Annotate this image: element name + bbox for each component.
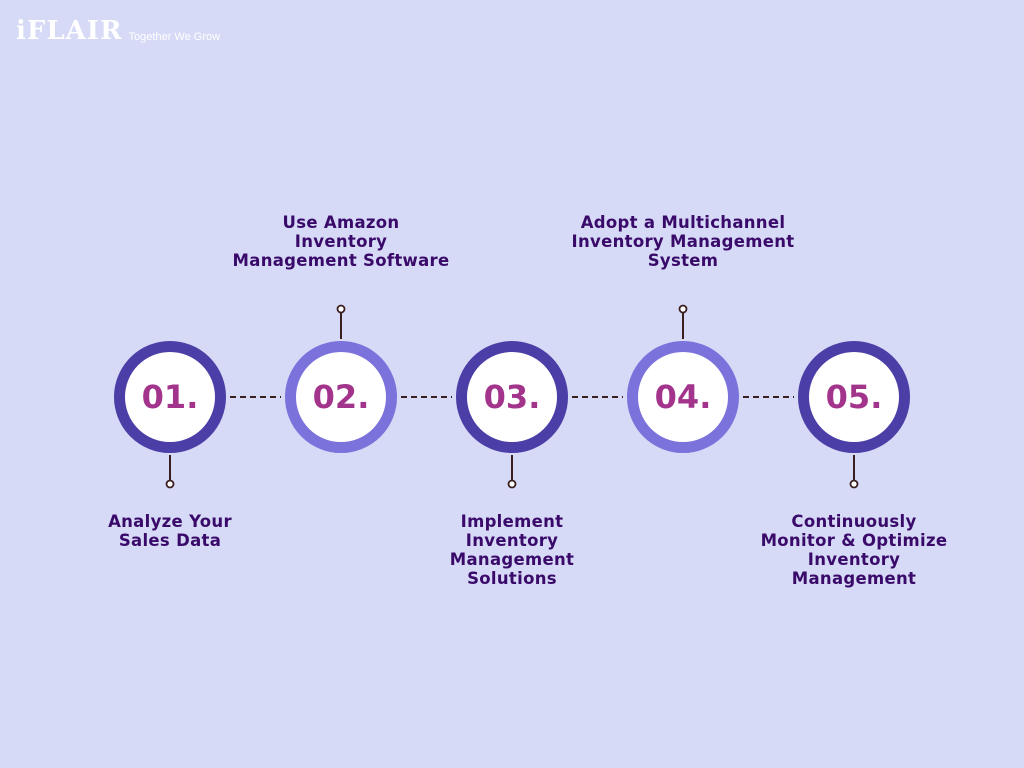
- brand-logo: iFLAIR: [16, 16, 123, 46]
- brand: iFLAIR Together We Grow: [16, 16, 220, 46]
- step-circle: [285, 341, 397, 453]
- step-circle: [798, 341, 910, 453]
- step-circles: 01. 02. 03. 04. 05.: [114, 341, 910, 453]
- stems: [165, 304, 859, 489]
- stem-dot: [165, 479, 175, 489]
- step-circle: [456, 341, 568, 453]
- step-circle: [627, 341, 739, 453]
- stem-dot: [678, 304, 688, 314]
- brand-tagline: Together We Grow: [128, 31, 221, 43]
- step-number: 01.: [142, 378, 199, 416]
- step-circle: [114, 341, 226, 453]
- stem-dot: [336, 304, 346, 314]
- stem-dot: [507, 479, 517, 489]
- step-number: 03.: [484, 378, 541, 416]
- step-number: 02.: [313, 378, 370, 416]
- stem-dot: [849, 479, 859, 489]
- step-number: 04.: [655, 378, 712, 416]
- step-number: 05.: [826, 378, 883, 416]
